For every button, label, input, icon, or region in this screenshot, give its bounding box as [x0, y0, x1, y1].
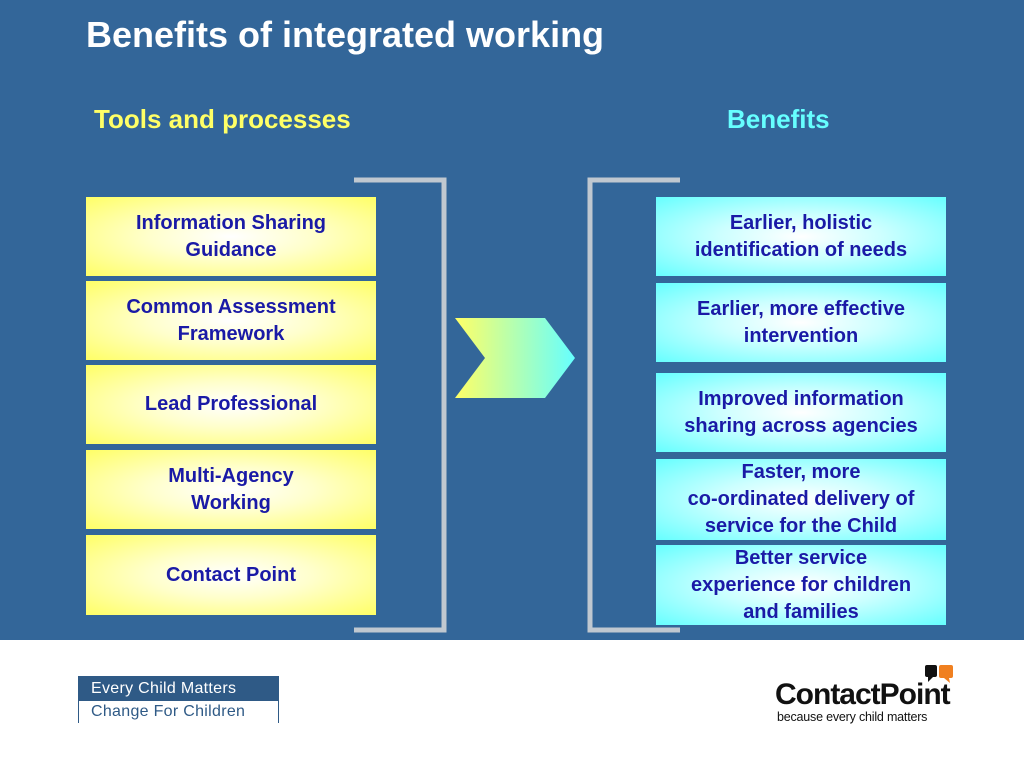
- chevron-right-icon: [455, 318, 575, 398]
- benefit-box: Improved information sharing across agen…: [656, 373, 946, 452]
- tool-box: Lead Professional: [86, 365, 376, 444]
- tool-box: Multi-Agency Working: [86, 450, 376, 529]
- tool-box: Contact Point: [86, 535, 376, 615]
- benefit-label: Improved information sharing across agen…: [684, 387, 918, 437]
- slide-area: Benefits of integrated working Tools and…: [0, 0, 1024, 640]
- benefit-label: Faster, more co-ordinated delivery of se…: [687, 461, 915, 537]
- tool-label: Contact Point: [166, 563, 296, 586]
- slide-title: Benefits of integrated working: [86, 14, 605, 55]
- ecm-logo-line2: Change For Children: [79, 701, 278, 723]
- tools-heading: Tools and processes: [94, 104, 351, 134]
- contactpoint-tagline: because every child matters: [777, 710, 928, 724]
- tool-label: Common Assessment Framework: [126, 295, 336, 345]
- left-bracket: [354, 177, 447, 633]
- every-child-matters-logo: Every Child Matters Change For Children: [78, 676, 279, 723]
- benefits-heading: Benefits: [727, 104, 830, 134]
- tool-label: Information Sharing Guidance: [136, 211, 326, 261]
- ecm-logo-line1: Every Child Matters: [79, 677, 278, 701]
- tool-label: Multi-Agency Working: [168, 464, 294, 514]
- contactpoint-name: ContactPoint: [775, 678, 951, 711]
- benefit-label: Earlier, more effective intervention: [697, 297, 905, 347]
- right-bracket: [587, 177, 680, 633]
- benefit-label: Earlier, holistic identification of need…: [694, 211, 908, 261]
- speech-bubbles-icon: [925, 665, 953, 683]
- benefit-label: Better service experience for children a…: [690, 546, 912, 623]
- contactpoint-logo: ContactPoint because every child matters: [775, 662, 955, 726]
- benefit-box: Faster, more co-ordinated delivery of se…: [656, 459, 946, 540]
- benefit-box: Better service experience for children a…: [656, 545, 946, 625]
- benefit-box: Earlier, more effective intervention: [656, 283, 946, 362]
- tool-box: Information Sharing Guidance: [86, 197, 376, 276]
- tool-label: Lead Professional: [144, 393, 318, 415]
- benefit-box: Earlier, holistic identification of need…: [656, 197, 946, 276]
- tool-box: Common Assessment Framework: [86, 281, 376, 360]
